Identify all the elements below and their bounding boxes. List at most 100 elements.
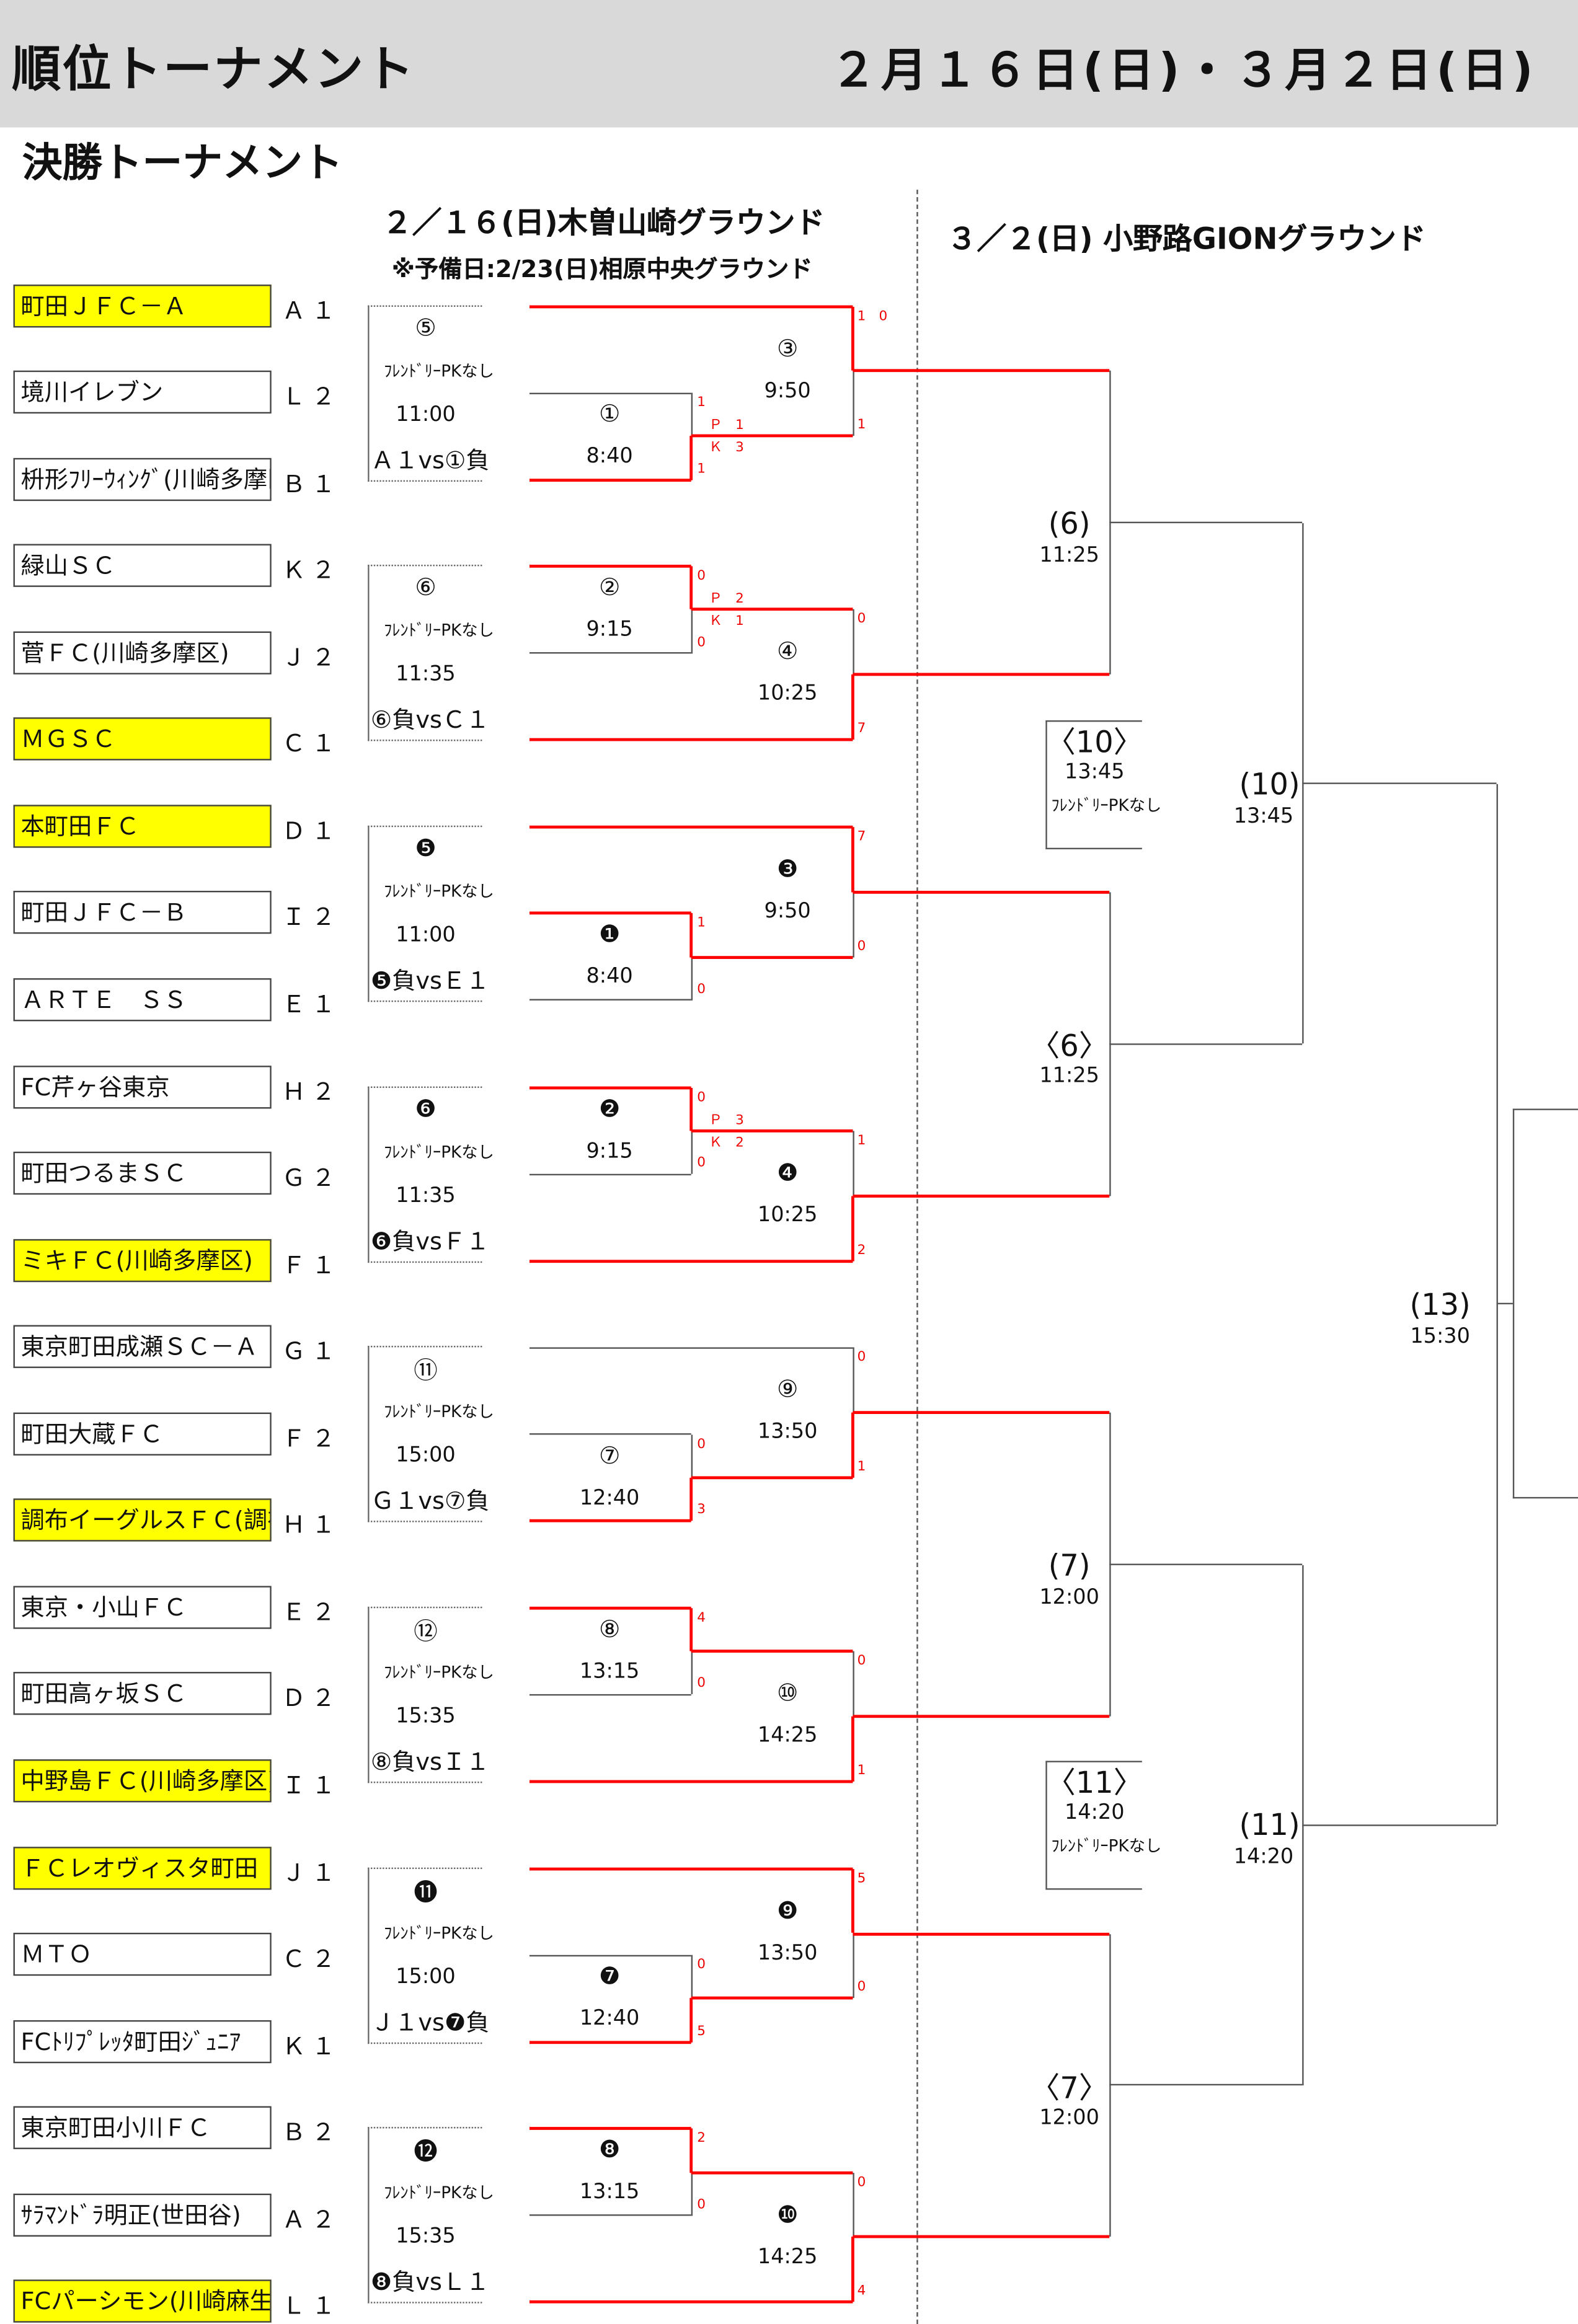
match-number: ⑩	[776, 1679, 799, 1707]
winner-line	[529, 912, 691, 916]
pk-score-top: Ｐ 2	[709, 593, 748, 608]
friendly-match-note: ﾌﾚﾝﾄﾞﾘｰPKなし	[384, 1663, 494, 1682]
team-name: 境川イレブン	[13, 370, 272, 414]
bracket-line	[1109, 2084, 1303, 2087]
score-bottom: 1	[857, 1764, 871, 1779]
winner-line	[851, 674, 854, 740]
score-bottom: 1	[857, 1460, 871, 1475]
friendly-match-pairing: Ｇ１vs⑦負	[370, 1487, 490, 1516]
friendly-match-box	[368, 1606, 482, 1783]
friendly-match-box	[368, 825, 482, 1002]
team-seed: Ｊ１	[281, 1858, 342, 1886]
match-time: 8:40	[586, 965, 633, 989]
friendly-match-pairing: ❽負vsＬ１	[370, 2268, 490, 2297]
round3-match-time: 11:25	[1039, 1064, 1099, 1089]
match-number: ①	[598, 399, 621, 428]
team-seed: Ｃ２	[281, 1945, 342, 1973]
score-top: 0	[857, 1350, 871, 1366]
winner-line	[851, 1716, 854, 1782]
score-top: 1	[697, 395, 711, 411]
team-name: 枡形ﾌﾘｰｳｨﾝｸﾞ(川崎多摩区)	[13, 457, 272, 501]
team-seed: Ｌ２	[281, 382, 342, 411]
score-bottom: 0	[697, 1677, 711, 1692]
friendly-match-note: ﾌﾚﾝﾄﾞﾘｰPKなし	[384, 1402, 494, 1422]
winner-line	[691, 1650, 853, 1653]
friendly-match-number: ❻	[415, 1094, 437, 1123]
friendly-match-box	[368, 2127, 482, 2304]
match-number: ❿	[776, 2199, 799, 2228]
final-match-number: (13)	[1409, 1286, 1471, 1322]
match-time: 14:25	[757, 2245, 818, 2269]
match-number: ⑨	[776, 1375, 799, 1403]
friendly-match-pairing: ❻負vsＦ１	[370, 1226, 490, 1255]
team-name: ミキＦＣ(川崎多摩区)	[13, 1239, 272, 1282]
match-number: ❷	[598, 1094, 621, 1123]
friendly-match-box	[368, 304, 482, 482]
friendly-match-time: 15:00	[396, 1964, 456, 1989]
champion-box	[1512, 1108, 1578, 1499]
winner-line	[853, 890, 1110, 894]
placement-match-time: 14:20	[1065, 1801, 1125, 1826]
team-name: 東京町田小川ＦＣ	[13, 2106, 272, 2150]
winner-line	[853, 1715, 1110, 1718]
bracket-line	[1109, 522, 1303, 524]
match-number: ❽	[598, 2135, 621, 2164]
bracket-line	[529, 1346, 853, 1349]
winner-line	[529, 1259, 853, 1263]
bracket-line	[529, 1694, 691, 1696]
placement-match-box	[1045, 1761, 1142, 1891]
team-name: ＭＴＯ	[13, 1933, 272, 1976]
winner-line	[529, 1780, 853, 1783]
day-divider	[916, 190, 918, 2324]
round3-match-number: (6)	[1048, 505, 1091, 541]
team-seed: Ｉ１	[281, 1771, 342, 1800]
friendly-match-box	[368, 1346, 482, 1523]
bracket-line	[852, 1130, 854, 1196]
friendly-match-number: ❺	[415, 833, 437, 862]
score-top: 5	[857, 1871, 871, 1886]
bracket-line	[690, 1130, 692, 1174]
match-number: ❹	[776, 1158, 799, 1186]
match-number: ②	[598, 573, 621, 601]
score-bottom: 1	[697, 462, 711, 477]
winner-line	[689, 2129, 693, 2173]
score-top: 0	[857, 2175, 871, 2190]
friendly-match-note: ﾌﾚﾝﾄﾞﾘｰPKなし	[384, 361, 494, 381]
team-name: ｻﾗﾏﾝﾄﾞﾗ明正(世田谷)	[13, 2193, 272, 2237]
match-number: ④	[776, 637, 799, 666]
winner-line	[691, 1997, 853, 2000]
friendly-match-number: ⓬	[414, 2137, 438, 2166]
bracket-line	[852, 609, 854, 675]
round3-match-number: 〈7〉	[1030, 2069, 1109, 2106]
team-seed: Ｃ１	[281, 730, 342, 758]
match-time: 13:15	[579, 2180, 640, 2205]
team-name: 町田ＪＦＣ－Ａ	[13, 283, 272, 327]
winner-line	[529, 825, 853, 829]
winner-line	[851, 306, 854, 371]
match-time: 12:40	[579, 2007, 640, 2031]
bracket-line	[1496, 783, 1497, 1826]
score-bottom: 0	[697, 1156, 711, 1172]
pk-score-top: Ｐ 3	[709, 1113, 748, 1129]
round4-match-number: (10)	[1239, 766, 1300, 802]
friendly-match-box	[368, 1867, 482, 2044]
bracket-line	[529, 1954, 691, 1956]
team-seed: Ｅ２	[281, 1597, 342, 1626]
winner-line	[853, 1411, 1110, 1415]
friendly-match-box	[368, 565, 482, 742]
friendly-match-number: ⑪	[414, 1356, 438, 1385]
match-time: 10:25	[757, 682, 818, 707]
bracket-line	[852, 1347, 854, 1413]
match-number: ❼	[598, 1961, 621, 1990]
team-seed: Ｉ２	[281, 903, 342, 932]
team-seed: Ｋ１	[281, 2031, 342, 2060]
winner-line	[851, 1412, 854, 1478]
winner-line	[851, 826, 854, 892]
score-bottom: 4	[857, 2284, 871, 2300]
match-time: 13:15	[579, 1659, 640, 1684]
winner-line	[529, 304, 853, 308]
friendly-match-note: ﾌﾚﾝﾄﾞﾘｰPKなし	[384, 2183, 494, 2203]
round3-match-time: 12:00	[1039, 1585, 1099, 1609]
team-name: 緑山ＳＣ	[13, 544, 272, 588]
